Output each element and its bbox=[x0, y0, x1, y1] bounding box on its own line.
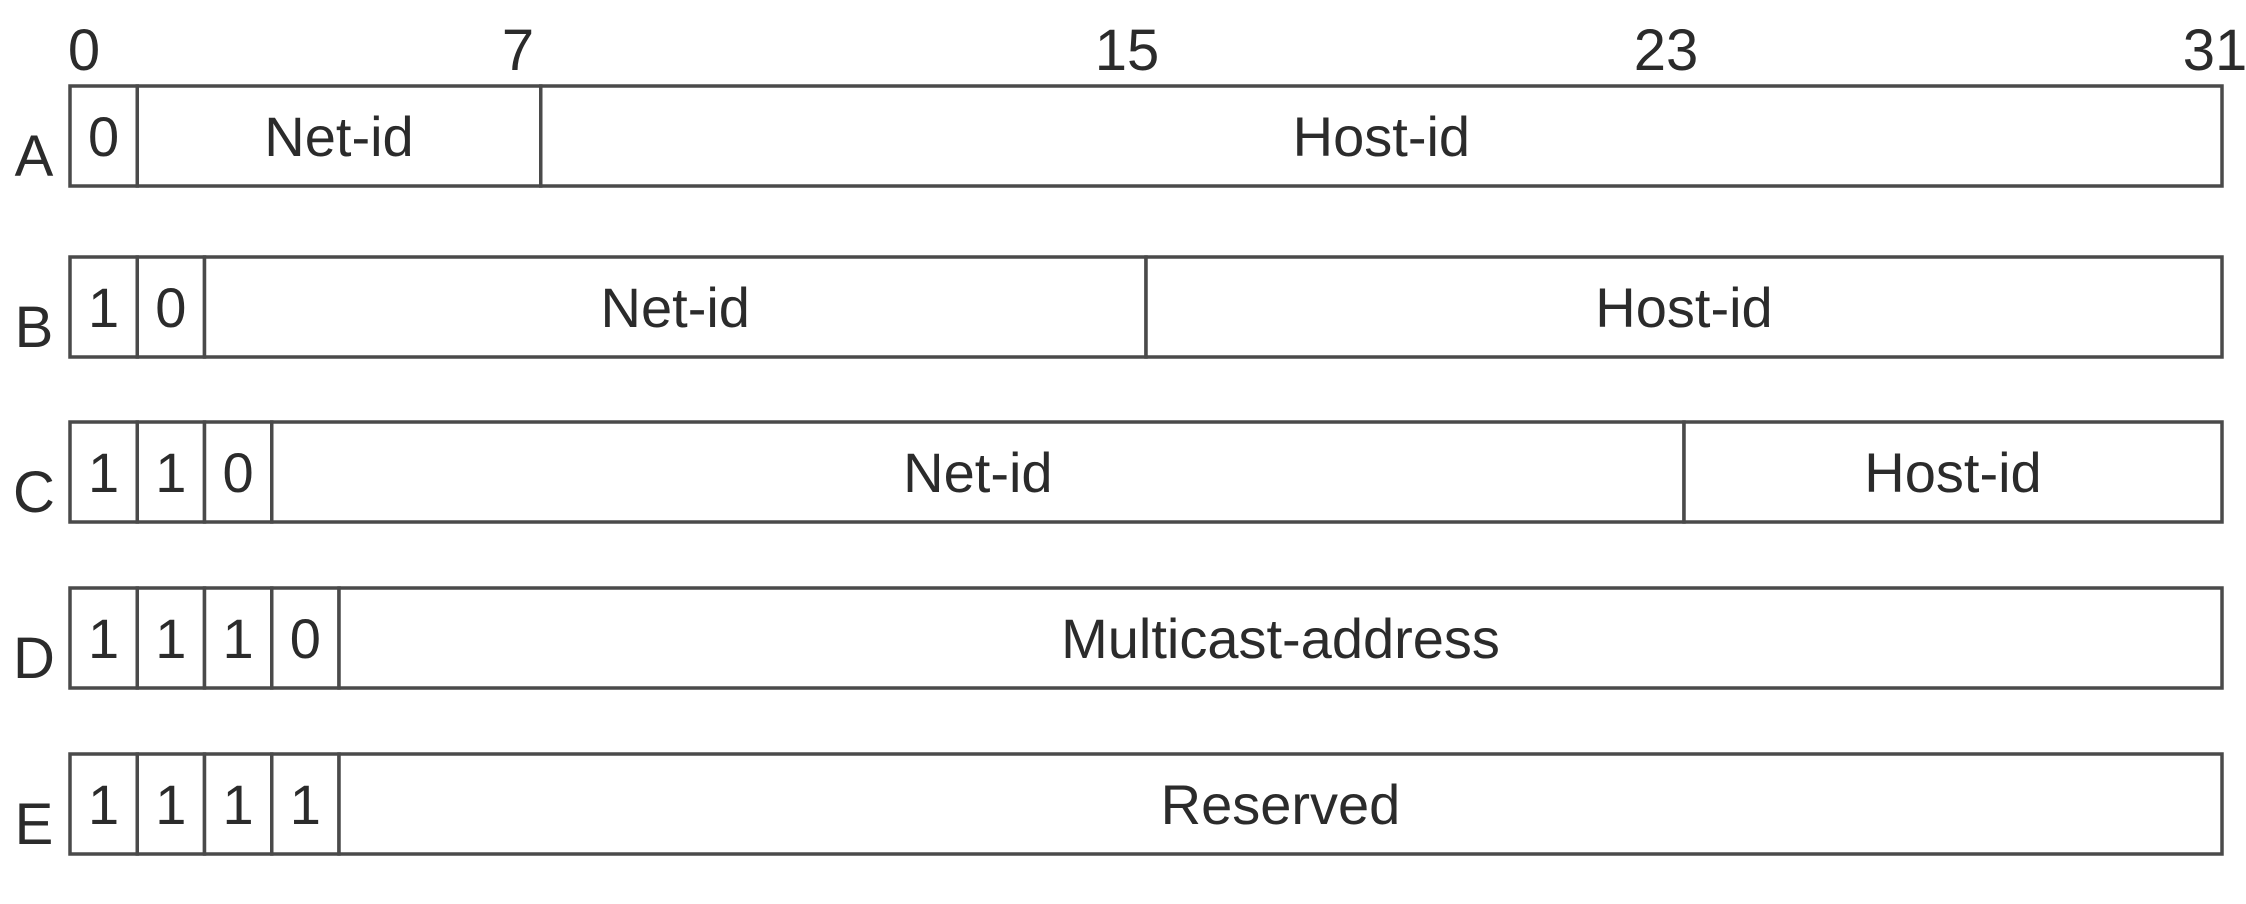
prefix-bit-cell: 1 bbox=[135, 752, 207, 856]
address-field-cell: Reserved bbox=[337, 752, 2224, 856]
bit-value-label: 1 bbox=[155, 441, 186, 504]
field-box bbox=[270, 752, 341, 856]
bit-position-label: 7 bbox=[502, 18, 534, 83]
field-name-label: Host-id bbox=[1293, 105, 1470, 168]
field-box bbox=[135, 586, 207, 690]
bit-position-label: 15 bbox=[1095, 18, 1160, 83]
prefix-bit-cell: 1 bbox=[270, 752, 341, 856]
field-box bbox=[1144, 255, 2224, 359]
field-box bbox=[135, 752, 207, 856]
class-label: D bbox=[13, 626, 55, 691]
field-name-label: Net-id bbox=[903, 441, 1052, 504]
address-field-cell: Net-id bbox=[135, 84, 543, 188]
address-field-cell: Host-id bbox=[1682, 420, 2224, 524]
bit-position-label: 0 bbox=[68, 18, 100, 83]
field-box bbox=[135, 84, 543, 188]
prefix-bit-cell: 1 bbox=[68, 752, 139, 856]
field-box bbox=[135, 420, 207, 524]
bit-value-label: 1 bbox=[155, 773, 186, 836]
class-label: C bbox=[13, 460, 55, 525]
address-field-cell: Multicast-address bbox=[337, 586, 2224, 690]
class-label: A bbox=[15, 124, 54, 189]
bit-value-label: 1 bbox=[88, 607, 119, 670]
field-box bbox=[270, 586, 341, 690]
field-name-label: Net-id bbox=[264, 105, 413, 168]
prefix-bit-cell: 0 bbox=[270, 586, 341, 690]
bit-value-label: 0 bbox=[155, 276, 186, 339]
class-label: B bbox=[15, 295, 54, 360]
bit-value-label: 1 bbox=[290, 773, 321, 836]
field-box bbox=[135, 255, 207, 359]
field-box bbox=[68, 84, 139, 188]
prefix-bit-cell: 0 bbox=[68, 84, 139, 188]
prefix-bit-cell: 1 bbox=[202, 586, 274, 690]
prefix-bit-cell: 1 bbox=[68, 420, 139, 524]
prefix-bit-cell: 1 bbox=[202, 752, 274, 856]
bit-value-label: 1 bbox=[88, 773, 119, 836]
bit-value-label: 1 bbox=[88, 441, 119, 504]
field-name-label: Host-id bbox=[1595, 276, 1772, 339]
prefix-bit-cell: 1 bbox=[135, 586, 207, 690]
field-name-label: Reserved bbox=[1161, 773, 1401, 836]
bit-value-label: 1 bbox=[155, 607, 186, 670]
field-box bbox=[68, 586, 139, 690]
field-box bbox=[1682, 420, 2224, 524]
address-field-cell: Host-id bbox=[539, 84, 2224, 188]
bit-position-label: 31 bbox=[2183, 18, 2246, 83]
bit-position-label: 23 bbox=[1634, 18, 1699, 83]
address-field-cell: Host-id bbox=[1144, 255, 2224, 359]
field-box bbox=[337, 586, 2224, 690]
prefix-bit-cell: 0 bbox=[135, 255, 207, 359]
bit-value-label: 0 bbox=[290, 607, 321, 670]
field-name-label: Host-id bbox=[1864, 441, 2041, 504]
class-label: E bbox=[15, 792, 54, 857]
bit-value-label: 0 bbox=[223, 441, 254, 504]
address-field-cell: Net-id bbox=[202, 255, 1148, 359]
bit-position-ruler: 0 7 15 23 31 bbox=[68, 18, 2246, 83]
bit-value-label: 1 bbox=[223, 773, 254, 836]
prefix-bit-cell: 1 bbox=[68, 255, 139, 359]
field-box bbox=[202, 752, 274, 856]
field-box bbox=[202, 420, 274, 524]
prefix-bit-cell: 0 bbox=[202, 420, 274, 524]
bit-value-label: 0 bbox=[88, 105, 119, 168]
field-name-label: Net-id bbox=[601, 276, 750, 339]
field-box bbox=[202, 255, 1148, 359]
field-box bbox=[539, 84, 2224, 188]
bit-value-label: 1 bbox=[88, 276, 119, 339]
field-name-label: Multicast-address bbox=[1061, 607, 1500, 670]
address-field-cell: Net-id bbox=[270, 420, 1686, 524]
prefix-bit-cell: 1 bbox=[68, 586, 139, 690]
prefix-bit-cell: 1 bbox=[135, 420, 207, 524]
field-box bbox=[68, 420, 139, 524]
field-box bbox=[337, 752, 2224, 856]
bit-value-label: 1 bbox=[223, 607, 254, 670]
